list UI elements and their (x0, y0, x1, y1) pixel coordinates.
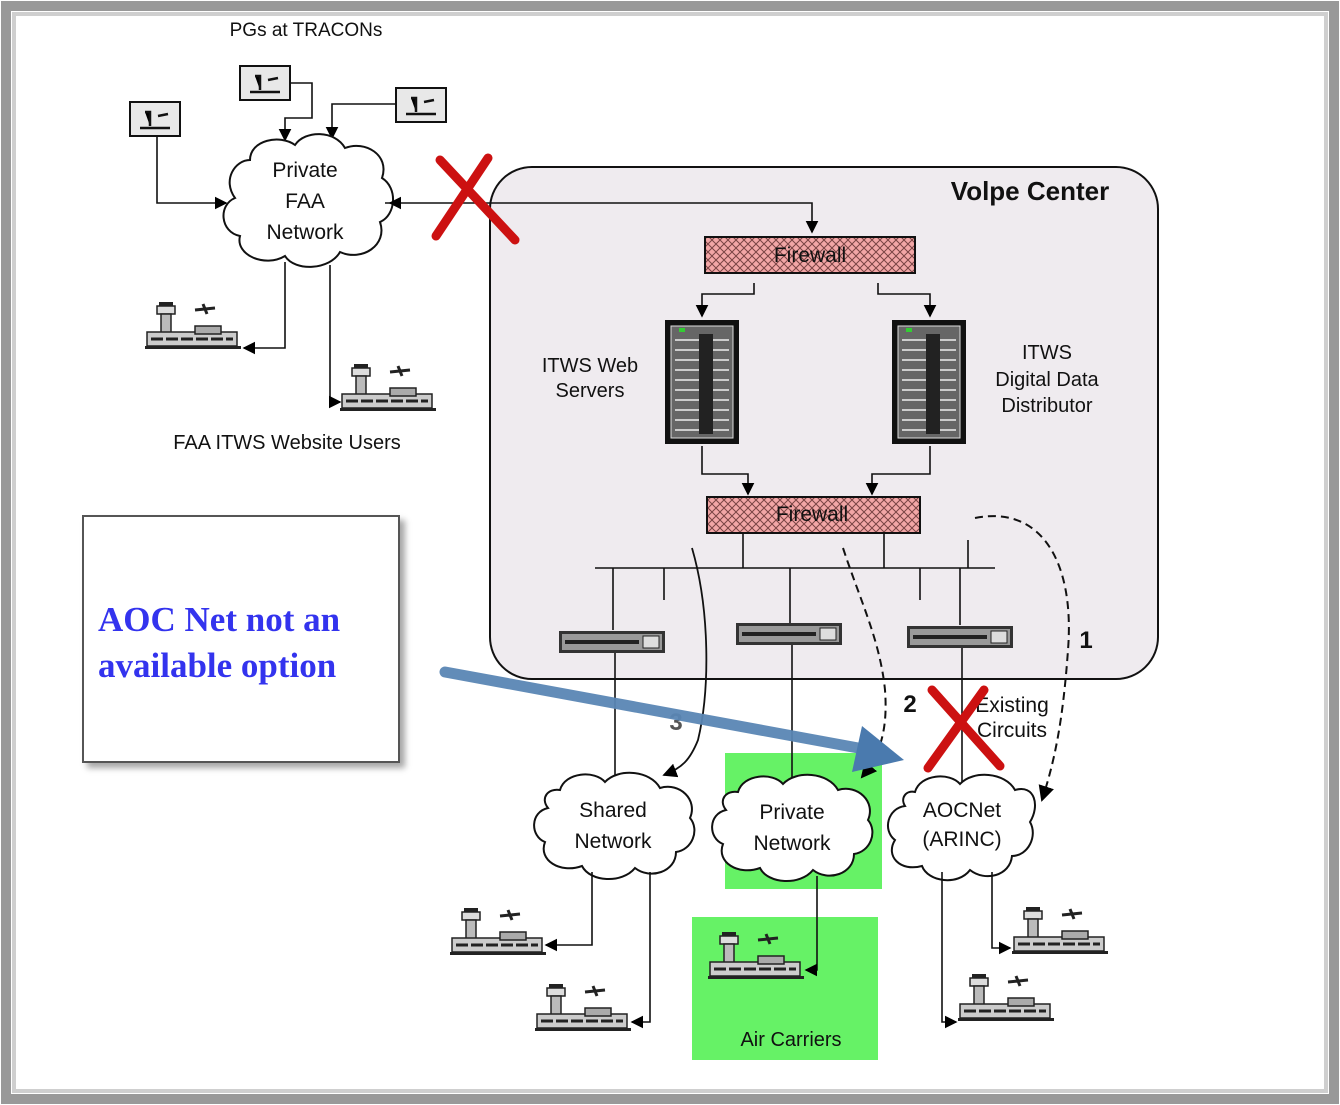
faa-user-tower-icon (143, 300, 243, 351)
faa-user-tower-icon (338, 362, 438, 413)
private-network-line1: Private (759, 801, 824, 824)
aocnet-tower-icon (1010, 905, 1110, 956)
router-icon (734, 621, 844, 647)
aoc-net-callout-text: AOC Net not an available option (98, 600, 341, 685)
router-icon (905, 624, 1015, 650)
aocnet-tower-icon (956, 972, 1056, 1023)
itws-web-servers-line1: ITWS Web (542, 355, 638, 377)
pg-monitor-icon (395, 87, 447, 123)
aocnet-line1: AOCNet (923, 799, 1001, 822)
shared-network-cloud: Shared Network (533, 771, 696, 881)
firewall-bottom: Firewall (706, 496, 921, 534)
itws-web-servers-line2: Servers (556, 380, 625, 402)
private-faa-network-line1: Private (272, 159, 337, 182)
carrier-tower-icon (448, 906, 548, 957)
callout-arrowhead (852, 726, 904, 772)
firewall-bottom-label: Firewall (776, 503, 848, 526)
shared-network-line2: Network (574, 830, 652, 853)
private-network-cloud: Private Network (711, 773, 874, 883)
private-faa-network-line3: Network (266, 221, 344, 244)
pgs-at-tracons-label: PGs at TRACONs (230, 20, 383, 41)
router-icon (557, 629, 667, 655)
private-faa-network-cloud: Private FAA Network (222, 133, 394, 268)
blocked-x-icon (923, 685, 1005, 773)
path-1-label: 1 (1079, 627, 1092, 654)
web-server-icon (664, 319, 740, 445)
existing-circuits-line1: Existing (975, 694, 1049, 717)
callout-arrow (439, 666, 886, 758)
itws-ddd-line2: Digital Data (995, 369, 1099, 391)
firewall-top-label: Firewall (774, 244, 846, 267)
pg-monitor-icon (129, 101, 181, 137)
blocked-x-icon (431, 153, 520, 245)
carrier-tower-icon (533, 982, 633, 1033)
shared-network-line1: Shared (579, 799, 647, 822)
network-bus (595, 533, 995, 630)
aocnet-cloud: AOCNet (ARINC) (886, 773, 1036, 882)
firewall-top: Firewall (704, 236, 916, 274)
itws-ddd-line1: ITWS (1022, 342, 1072, 364)
aocnet-line2: (ARINC) (922, 828, 1001, 851)
volpe-center-label: Volpe Center (951, 176, 1109, 206)
air-carriers-label: Air Carriers (740, 1029, 841, 1051)
data-distributor-server-icon (891, 319, 967, 445)
private-network-line2: Network (753, 832, 831, 855)
volpe-center-box (489, 166, 1159, 680)
path-2-label: 2 (903, 691, 916, 718)
faa-itws-website-users-label: FAA ITWS Website Users (173, 432, 400, 454)
aoc-net-callout-box: AOC Net not an available option (82, 515, 400, 763)
pg-monitor-icon (239, 65, 291, 101)
itws-ddd-line3: Distributor (1001, 395, 1092, 417)
existing-circuits-line2: Circuits (977, 719, 1047, 742)
private-faa-network-line2: FAA (285, 190, 325, 213)
